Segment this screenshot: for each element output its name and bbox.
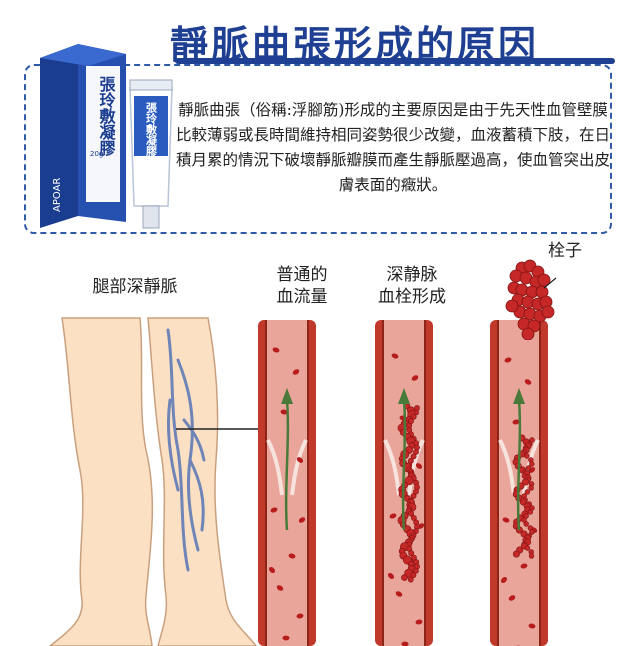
leg-deep-vein-label: 腿部深靜脈 — [92, 277, 178, 297]
clot-cell — [413, 488, 419, 495]
normal-flow-label-line1: 普通的 — [276, 265, 328, 285]
blood-cell — [276, 585, 284, 591]
vessel-valve-left — [266, 439, 284, 496]
vessel-embolus — [490, 320, 548, 646]
embolus-cell — [521, 327, 535, 340]
blood-cell — [415, 619, 423, 625]
embolus-cell — [541, 305, 555, 319]
clot-cell — [521, 517, 527, 523]
blood-cell — [288, 553, 296, 559]
blood-cell — [268, 566, 276, 574]
blood-cell — [296, 457, 304, 463]
blood-cell — [411, 375, 419, 381]
vessel-edge — [497, 320, 541, 646]
thrombosis-label: 深静脉 血栓形成 — [362, 264, 462, 308]
right-leg — [147, 317, 257, 646]
blood-cell — [504, 357, 512, 363]
normal-flow-label: 普通的 血流量 — [262, 264, 342, 308]
blood-cell — [502, 517, 510, 523]
blood-cell — [401, 641, 409, 646]
flow-arrow-line — [284, 399, 290, 531]
product-box-name: 張玲敷凝膠 — [97, 76, 116, 157]
embolus-pointer — [543, 277, 557, 289]
blood-cell — [272, 347, 280, 353]
vessel-thrombosis — [375, 320, 433, 646]
clot-cell — [412, 567, 419, 574]
blood-cell — [280, 409, 288, 415]
normal-flow-label-line2: 血流量 — [276, 287, 328, 307]
blood-cell — [296, 613, 304, 619]
product-brand: APOAR — [52, 178, 63, 212]
clot-cell — [411, 554, 417, 561]
blood-cell — [500, 576, 508, 584]
description-box — [24, 64, 612, 234]
blood-cell — [387, 572, 395, 580]
thrombosis-label-line1: 深静脉 — [386, 265, 438, 285]
clot-cell — [525, 465, 532, 471]
clot-cell — [524, 545, 531, 551]
product-tube: 張玲敷凝膠 — [129, 79, 173, 229]
clot-cell — [529, 437, 535, 443]
clot-cell — [524, 453, 530, 459]
product-image: 張玲敷凝膠 APOAR 20g 張玲敷凝膠 — [40, 44, 173, 229]
vessel-valve-left — [498, 439, 516, 496]
clot-cell — [407, 576, 414, 583]
blood-cell — [520, 563, 528, 569]
flow-arrow-line — [516, 399, 522, 531]
clot-cell — [408, 510, 415, 517]
clot-cell — [529, 529, 535, 535]
clot-cell — [410, 572, 417, 579]
flow-arrow-head — [513, 388, 525, 404]
leg-veins — [166, 328, 206, 572]
blood-cell — [298, 517, 306, 523]
flow-arrow-line — [401, 399, 407, 531]
clot-cell — [410, 515, 417, 521]
clot-cell — [408, 550, 415, 557]
blood-cell — [508, 595, 516, 601]
blood-cell — [389, 513, 397, 519]
blood-cell — [395, 591, 403, 597]
product-box: 張玲敷凝膠 APOAR 20g — [40, 44, 126, 228]
blood-cell — [282, 635, 290, 641]
left-leg — [48, 317, 154, 646]
clot-cell — [529, 461, 535, 467]
clot-cell — [522, 478, 530, 486]
flow-arrow-head — [281, 388, 293, 404]
embolus-cell — [505, 299, 519, 313]
blood-cell — [512, 419, 520, 425]
clot-cell — [512, 550, 520, 558]
title-underline — [175, 58, 615, 64]
flow-arrow-head — [398, 388, 410, 404]
vessel-edge — [265, 320, 309, 646]
product-weight: 20g — [90, 150, 103, 158]
blood-cell — [524, 379, 532, 385]
vessel-valve-right — [290, 439, 308, 496]
blood-cell — [292, 369, 300, 375]
blood-cell — [270, 507, 278, 513]
embolus-clot — [505, 259, 557, 340]
vessel-normal-flow — [258, 320, 316, 646]
clot-cell — [410, 453, 417, 460]
pointer-line — [176, 428, 268, 430]
vessel-edge — [382, 320, 426, 646]
thrombosis-label-line2: 血栓形成 — [378, 287, 446, 307]
blood-cell — [415, 463, 423, 469]
clot-cell — [401, 574, 408, 581]
legs-illustration — [48, 317, 257, 646]
product-tube-name: 張玲敷凝膠 — [145, 102, 158, 158]
clot-cell — [523, 521, 529, 527]
blood-cell — [528, 623, 536, 629]
clot-cell — [527, 509, 534, 515]
clot-cell — [528, 553, 535, 559]
description-text: 靜脈曲張（俗稱:浮腳筋)形成的主要原因是由于先天性血管壁膜比較薄弱或長時間維持相… — [176, 101, 611, 194]
clot-cell — [410, 493, 417, 499]
clot-cell — [524, 489, 531, 495]
clot-cell — [413, 449, 419, 455]
clot-cell — [528, 485, 534, 491]
embolus-label: 栓子 — [548, 241, 582, 261]
blood-cell — [391, 353, 399, 359]
